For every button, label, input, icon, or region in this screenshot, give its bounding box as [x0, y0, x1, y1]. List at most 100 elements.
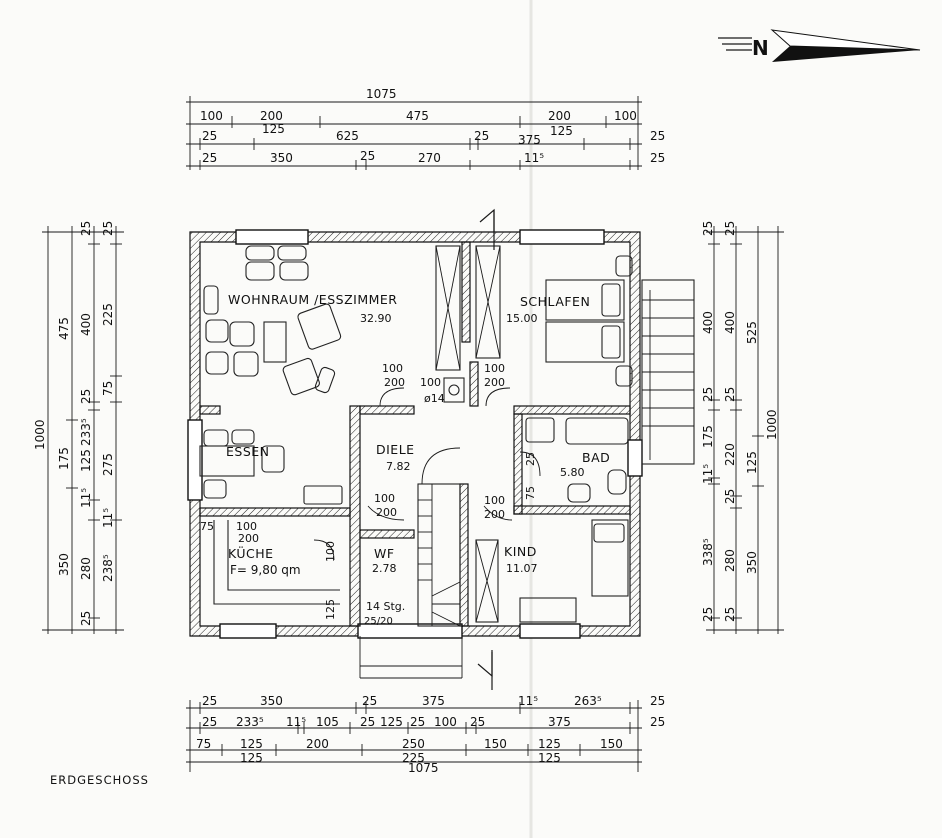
building-walls: [187, 229, 643, 679]
opening-bad-25: 25: [524, 452, 537, 466]
room-wf-area: 2.78: [372, 562, 397, 575]
room-wf-name: WF: [374, 546, 395, 561]
dim-bot-r2-10: 25: [650, 715, 665, 729]
room-wohnraum-area: 32.90: [360, 312, 392, 325]
dim-top-r2-4: 375: [518, 133, 541, 147]
dim-left-c1-2: 350: [57, 553, 71, 576]
dim-bot-r2-5: 125: [380, 715, 403, 729]
dim-bot-r2-8: 25: [470, 715, 485, 729]
room-labels: WOHNRAUM /ESSZIMMER 32.90 ESSEN SCHLAFEN…: [226, 292, 610, 627]
dim-bot-r2-7: 100: [434, 715, 457, 729]
opening-kuche-bot: 200: [238, 532, 259, 545]
dim-left-c2-6: 280: [79, 557, 93, 580]
opening-w1-top: 100: [382, 362, 403, 375]
dim-top-r2-5: 125: [550, 124, 573, 138]
dim-right-c1-3: 175: [701, 425, 715, 448]
dim-top-r3-0: 25: [202, 151, 217, 165]
opening-diele-bot: 200: [376, 506, 397, 519]
dim-left-overall: 1000: [33, 419, 47, 450]
dim-right-c3-1: 125: [745, 451, 759, 474]
room-wohnraum-name: WOHNRAUM /ESSZIMMER: [228, 292, 397, 307]
dim-left-c3-3: 275: [101, 453, 115, 476]
dim-right-c1-4: 11⁵: [701, 464, 715, 484]
dim-right-c2-2: 25: [723, 387, 737, 402]
dim-top-r2-3: 25: [474, 129, 489, 143]
dim-left-c2-2: 25: [79, 389, 93, 404]
opening-w2-top: 100: [484, 362, 505, 375]
room-kueche-name: KÜCHE: [228, 545, 274, 561]
dim-top-overall: 1075: [366, 87, 397, 101]
dim-right-c2-5: 280: [723, 549, 737, 572]
dim-bot-r1-4: 11⁵: [518, 694, 538, 708]
dim-top-r1-1: 200: [260, 109, 283, 123]
dim-right-c3-0: 525: [745, 321, 759, 344]
top-dimension-chains: 1075 100 200 475 200 100 25 125 625 25 3…: [186, 87, 665, 170]
dim-right-c1-0: 25: [701, 221, 715, 236]
opening-kuche-top: 100: [236, 520, 257, 533]
room-schlafen-name: SCHLAFEN: [520, 294, 590, 309]
room-diele-name: DIELE: [376, 442, 415, 457]
dim-bot-r1-5: 263⁵: [574, 694, 602, 708]
opening-dimensions: 100 200 100 200 100 100 200 100 200 100 …: [200, 362, 537, 620]
chimney-label: ø14: [424, 392, 445, 405]
dim-bot-r1-2: 25: [362, 694, 377, 708]
dim-top-r3-1: 350: [270, 151, 293, 165]
opening-kind-bot: 200: [484, 508, 505, 521]
dim-top-r2-1: 125: [262, 122, 285, 136]
opening-kuche-100: 100: [324, 541, 337, 562]
dim-bot-r4-0: 125: [240, 751, 263, 765]
dim-left-c3-1: 225: [101, 303, 115, 326]
dim-bot-r3-4: 150: [484, 737, 507, 751]
opening-chimney-w: 100: [420, 376, 441, 389]
dim-bot-overall: 1075: [408, 761, 439, 775]
dim-right-c2-3: 220: [723, 443, 737, 466]
left-dimension-chains: 1000 475 175 350 25 400 25 233⁵ 125 11⁵ …: [33, 221, 124, 634]
dim-bot-r2-4: 25: [360, 715, 375, 729]
dim-bot-r1-0: 25: [202, 694, 217, 708]
dim-top-r1-2: 475: [406, 109, 429, 123]
room-schlafen-area: 15.00: [506, 312, 538, 325]
dim-bot-r3-2: 200: [306, 737, 329, 751]
dim-top-r2-0: 25: [202, 129, 217, 143]
dim-left-c2-4: 125: [79, 449, 93, 472]
right-dimension-chains: 25 400 25 175 11⁵ 338⁵ 25 25 400 25 220 …: [701, 221, 784, 634]
opening-kuche-75: 75: [200, 520, 214, 533]
dim-bot-r1-3: 375: [422, 694, 445, 708]
dim-top-r3-4: 11⁵: [524, 151, 544, 165]
dim-bot-r2-2: 11⁵: [286, 715, 306, 729]
dim-right-c2-4: 25: [723, 489, 737, 504]
furniture: [199, 208, 695, 690]
dim-bot-r2-1: 233⁵: [236, 715, 264, 729]
opening-bad-75: 75: [524, 486, 537, 500]
dim-right-c2-6: 25: [723, 607, 737, 622]
dim-left-c2-5: 11⁵: [79, 488, 93, 508]
dim-left-c2-1: 400: [79, 313, 93, 336]
room-essen-name: ESSEN: [226, 444, 270, 459]
dim-left-c3-4: 11⁵: [101, 508, 115, 528]
dim-bot-r3-0: 75: [196, 737, 211, 751]
dim-right-c3-2: 350: [745, 551, 759, 574]
dim-right-c2-1: 400: [723, 311, 737, 334]
opening-w1-bot: 200: [384, 376, 405, 389]
dim-bot-r4-1: 225: [402, 751, 425, 765]
opening-wf-125: 125: [324, 599, 337, 620]
room-bad-area: 5.80: [560, 466, 585, 479]
dim-bot-r3-3: 250: [402, 737, 425, 751]
room-kind-name: KIND: [504, 544, 537, 559]
dim-left-c3-5: 238⁵: [101, 554, 115, 582]
dim-left-c1-1: 175: [57, 447, 71, 470]
dim-bot-r1-1: 350: [260, 694, 283, 708]
dim-bot-r2-9: 375: [548, 715, 571, 729]
room-kind-area: 11.07: [506, 562, 538, 575]
north-arrow-icon: N: [718, 29, 921, 62]
drawing-title: ERDGESCHOSS: [50, 773, 149, 787]
stair-ratio-label: 25/20: [364, 616, 393, 627]
room-bad-name: BAD: [582, 450, 610, 465]
dim-top-r1-0: 100: [200, 109, 223, 123]
dim-top-r3-2: 25: [360, 149, 375, 163]
opening-kind-top: 100: [484, 494, 505, 507]
stair-steps-label: 14 Stg.: [366, 600, 405, 613]
dim-top-r2-2: 625: [336, 129, 359, 143]
dim-top-r1-4: 100: [614, 109, 637, 123]
